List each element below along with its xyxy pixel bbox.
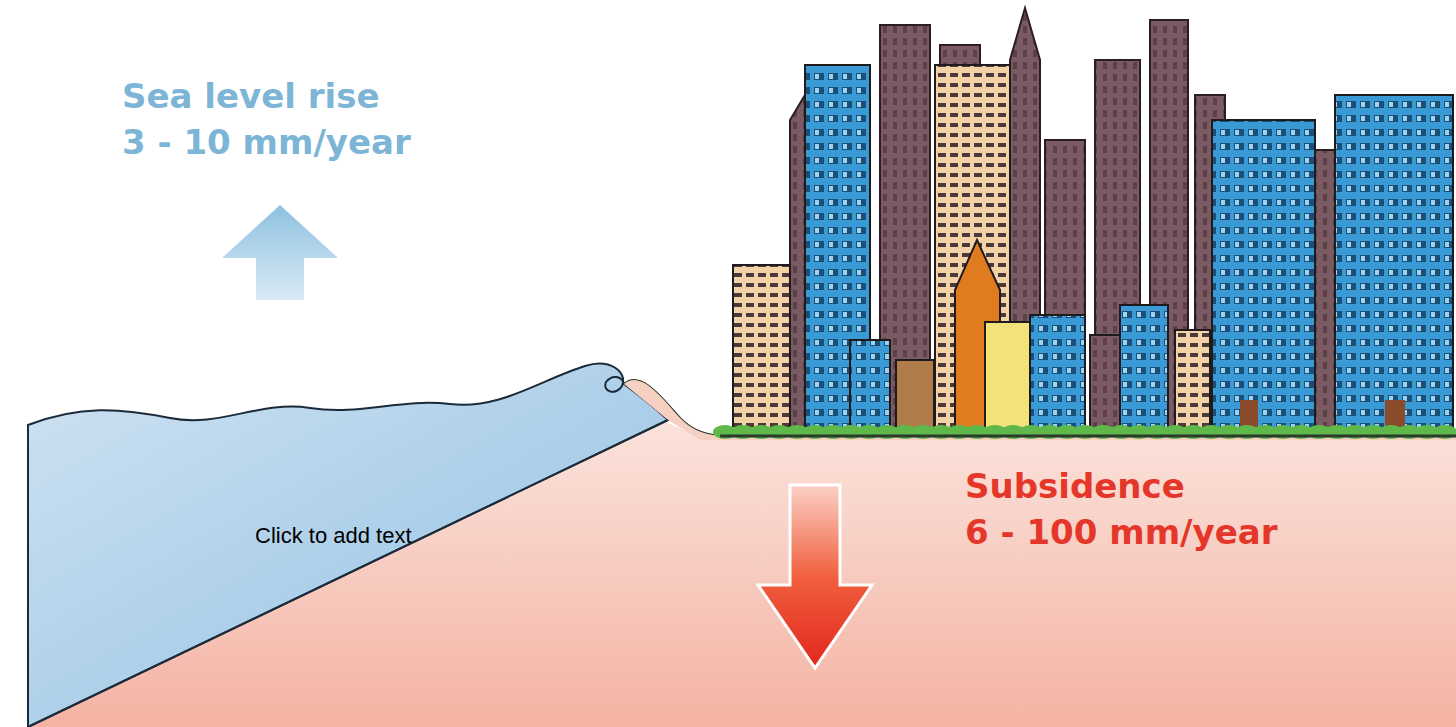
placeholder-text: Click to add text (255, 523, 412, 549)
subsidence-heading: Subsidence (965, 466, 1185, 506)
sea-level-heading: Sea level rise (122, 76, 379, 116)
sea-level-rate: 3 - 10 mm/year (122, 122, 411, 162)
subsidence-rate: 6 - 100 mm/year (965, 512, 1277, 552)
